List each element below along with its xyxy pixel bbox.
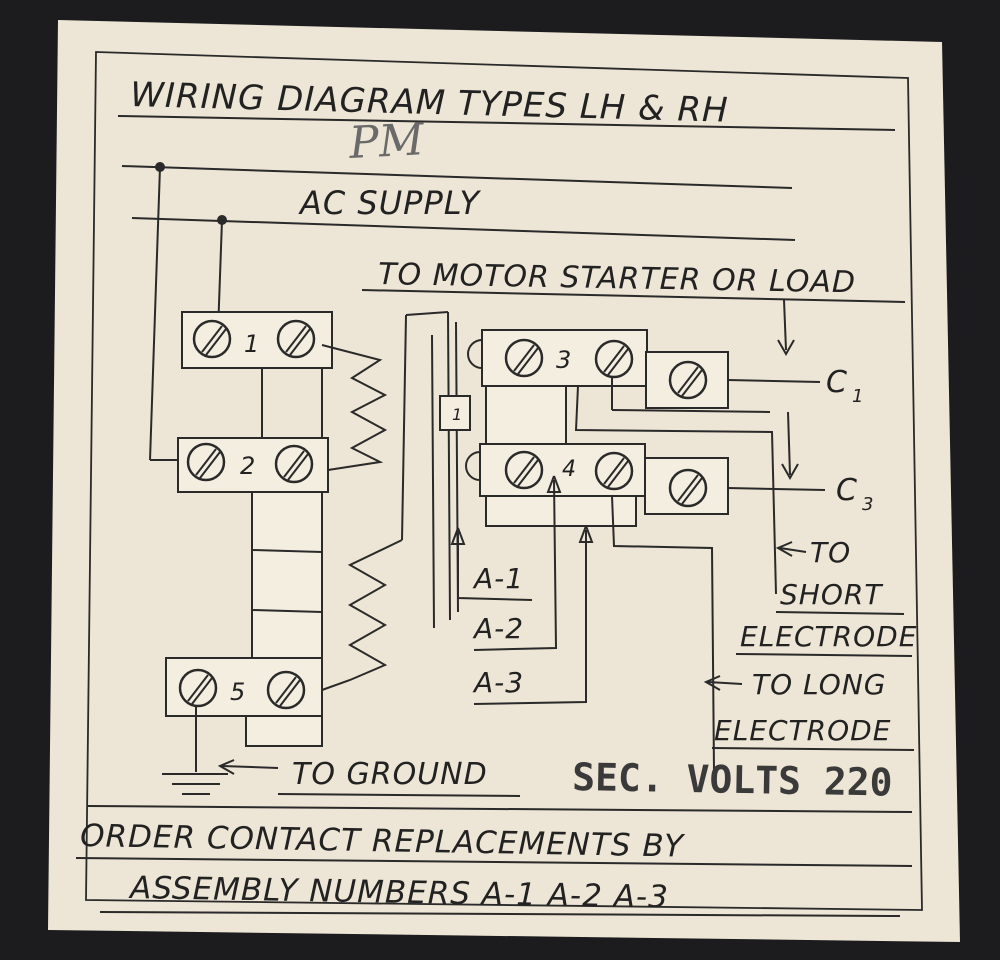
terminal-label-4: 4 — [562, 457, 577, 482]
short-electrode-wire — [574, 385, 777, 595]
supply-line-2 — [131, 217, 796, 241]
arrow-up-icon — [450, 527, 466, 545]
strip-rung — [251, 549, 323, 553]
short-electrode-line-2: SHORT — [780, 578, 883, 611]
contact-base — [485, 495, 637, 527]
screw-icon — [668, 360, 708, 400]
terminal-strip — [251, 491, 323, 659]
coil-lead — [401, 314, 407, 541]
wire-supply-to-2 — [149, 166, 161, 461]
contact-cap — [467, 339, 483, 369]
terminal-label-3: 3 — [556, 346, 572, 374]
assembly-label-a2: A-2 — [472, 612, 524, 645]
wire — [611, 409, 771, 413]
contact-cap — [465, 451, 481, 481]
arrow-up-icon — [578, 525, 594, 543]
a1-leader — [457, 532, 533, 601]
c1-label: C — [826, 365, 848, 400]
arrow-up-icon — [546, 475, 562, 493]
arrow-down-icon — [781, 463, 799, 481]
assembly-label-a1: A-1 — [472, 562, 524, 595]
arrow-left-icon — [779, 547, 807, 553]
c3-subscript: 3 — [862, 494, 874, 515]
c1-lead — [727, 379, 821, 383]
voltage-stamp: SEC. VOLTS 220 — [572, 755, 893, 805]
screw-icon — [266, 670, 306, 710]
c1-subscript: 1 — [852, 386, 864, 407]
screw-icon — [186, 442, 226, 482]
relay-core — [447, 311, 451, 621]
contact-body — [485, 385, 567, 445]
inner-border — [85, 51, 923, 911]
armature-switch — [439, 395, 471, 431]
c3-lead — [727, 487, 826, 491]
underline — [775, 611, 905, 615]
load-label: TO MOTOR STARTER OR LOAD — [378, 257, 857, 300]
title-underline — [117, 115, 896, 131]
assembly-label-a3: A-3 — [472, 666, 524, 699]
relay-core — [431, 334, 435, 629]
switch-label: 1 — [452, 405, 463, 424]
underline — [711, 747, 915, 751]
long-electrode-line-2: ELECTRODE — [714, 714, 891, 747]
terminal-label-5: 5 — [230, 678, 246, 706]
short-electrode-line-1: TO — [810, 536, 851, 569]
a3-leader — [473, 530, 587, 705]
screw-icon — [178, 668, 218, 708]
terminal-strip-base — [245, 715, 323, 747]
screw-icon — [594, 451, 634, 491]
short-electrode-line-3: ELECTRODE — [740, 620, 917, 653]
arrow-down-icon — [787, 411, 791, 476]
secondary-coil — [321, 539, 403, 691]
underline — [277, 793, 521, 797]
screw-icon — [192, 319, 232, 359]
footer-underline — [99, 911, 901, 917]
arrow-left-icon — [703, 675, 721, 691]
long-electrode-line-1: TO LONG — [752, 668, 886, 701]
coil-lead — [405, 311, 449, 316]
arrow-left-icon — [217, 759, 235, 775]
underline — [735, 653, 913, 657]
supply-line-1 — [121, 165, 793, 189]
a2-leader — [473, 479, 558, 651]
screw-icon — [274, 444, 314, 484]
arrow-down-icon — [777, 339, 795, 357]
terminal-label-1: 1 — [244, 330, 260, 358]
arrow-left-icon — [775, 541, 793, 557]
strip-rung — [251, 609, 323, 613]
screw-icon — [504, 338, 544, 378]
screw-icon — [668, 468, 708, 508]
arrow-left-icon — [221, 765, 279, 769]
screw-icon — [594, 339, 634, 379]
load-underline — [361, 289, 906, 303]
arrow-down-icon — [783, 299, 787, 351]
arrow-left-icon — [707, 681, 743, 685]
c3-label: C — [836, 473, 858, 508]
long-electrode-wire — [611, 495, 715, 773]
footer-underline — [75, 857, 913, 867]
footer-rule — [87, 805, 913, 813]
primary-coil — [321, 344, 388, 471]
handwritten-note: PM — [347, 114, 426, 169]
ground-label: TO GROUND — [292, 757, 488, 792]
supply-label: AC SUPPLY — [298, 184, 482, 222]
terminal-label-2: 2 — [240, 452, 256, 480]
screw-icon — [504, 450, 544, 490]
screw-icon — [276, 319, 316, 359]
